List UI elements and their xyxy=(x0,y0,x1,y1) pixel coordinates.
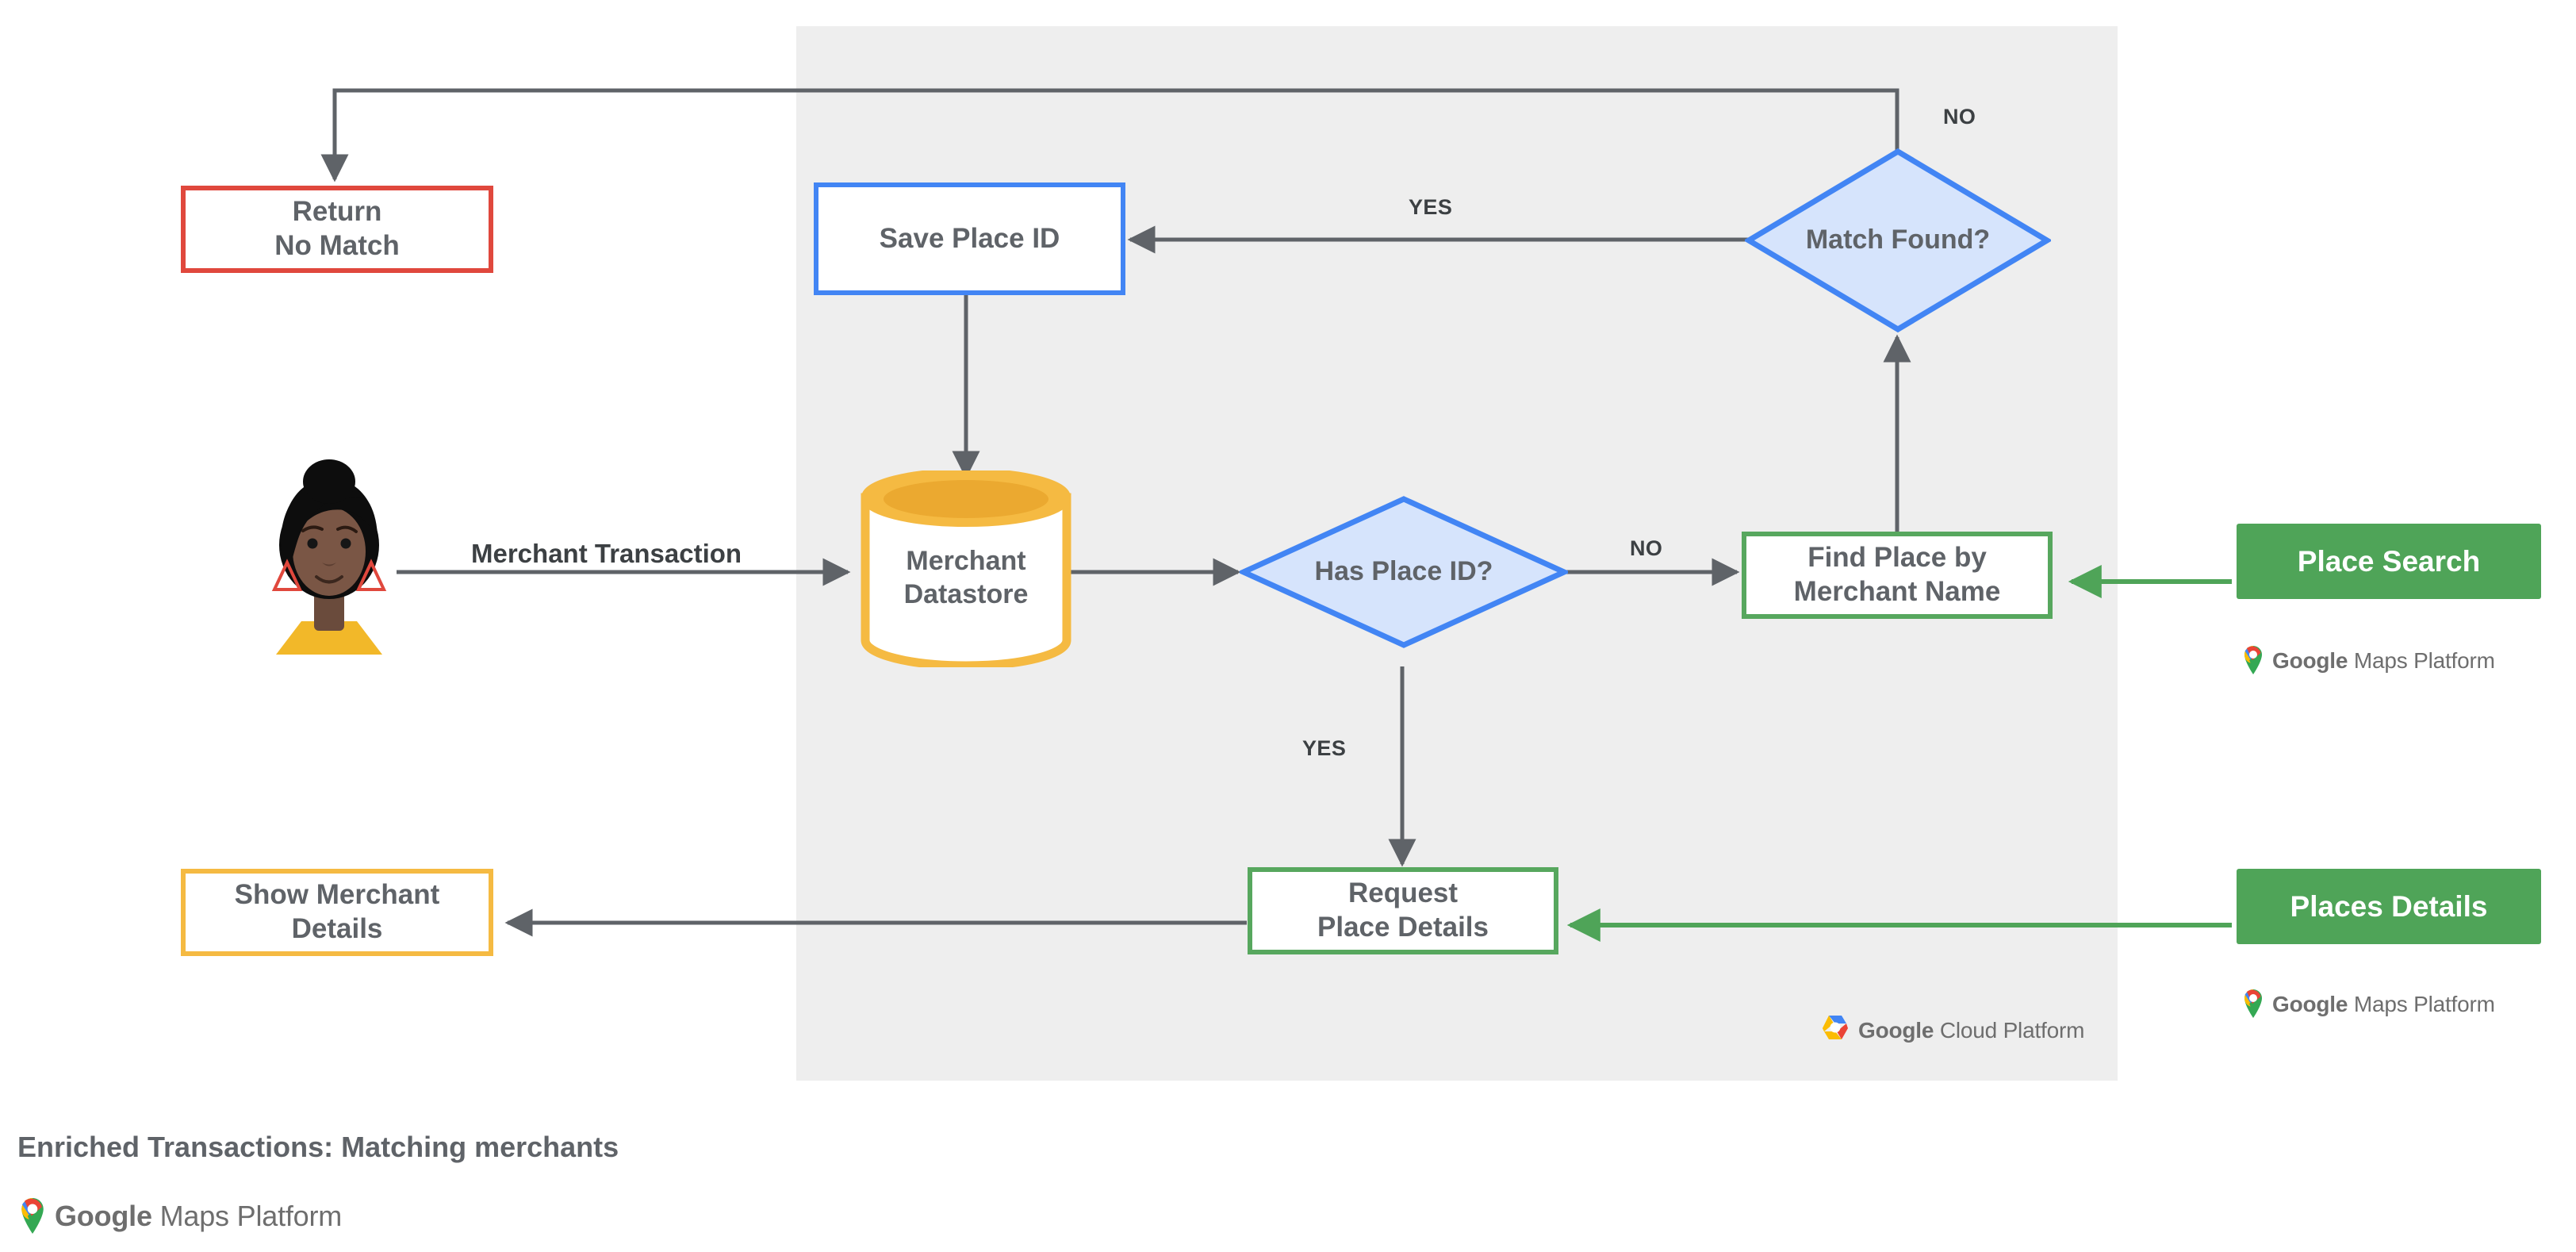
brand-word-google: Google xyxy=(2272,647,2348,673)
brand-word-google: Google xyxy=(1858,1017,1934,1043)
edge-label-has-place-id-yes: YES xyxy=(1302,736,1347,760)
node-match-found[interactable]: Match Found? xyxy=(1745,148,2051,333)
node-place-search[interactable]: Place Search xyxy=(2237,524,2541,599)
return-no-match-line2: No Match xyxy=(274,230,400,261)
edge-label-merchant-transaction: Merchant Transaction xyxy=(471,539,742,568)
google-cloud-brand-text: Google Cloud Platform xyxy=(1858,1018,2084,1043)
node-places-details[interactable]: Places Details xyxy=(2237,869,2541,944)
google-maps-pin-icon xyxy=(17,1194,48,1238)
node-request-place-details[interactable]: Request Place Details xyxy=(1248,867,1558,954)
show-merchant-details-line1: Show Merchant xyxy=(234,879,440,911)
match-found-line1: Match xyxy=(1805,225,1884,255)
return-no-match-line1: Return xyxy=(292,196,382,228)
places-details-brand-text: Google Maps Platform xyxy=(2272,992,2495,1017)
brand-word-google: Google xyxy=(2272,991,2348,1016)
node-find-place-by-merchant-name[interactable]: Find Place by Merchant Name xyxy=(1742,532,2053,619)
place-search-brand-lockup: Google Maps Platform xyxy=(2241,643,2495,678)
show-merchant-details-line2: Details xyxy=(291,913,383,944)
node-has-place-id[interactable]: Has Place ID? xyxy=(1240,495,1568,649)
brand-word-platform: Maps Platform xyxy=(2353,991,2495,1016)
node-return-no-match[interactable]: Return No Match xyxy=(181,186,493,273)
merchant-datastore-line1: Merchant xyxy=(906,546,1026,577)
edge-label-match-found-yes: YES xyxy=(1409,195,1453,219)
node-merchant-datastore[interactable]: Merchant Datastore xyxy=(861,470,1071,667)
google-cloud-platform-brand-lockup: Google Cloud Platform xyxy=(1819,1013,2084,1047)
has-place-id-line1: Has xyxy=(1314,556,1364,587)
edge-label-has-place-id-no: NO xyxy=(1630,536,1663,560)
has-place-id-line2: Place ID? xyxy=(1371,556,1493,587)
caption-brand-text: Google Maps Platform xyxy=(55,1200,342,1233)
places-details-label: Places Details xyxy=(2290,889,2488,923)
find-place-line1: Find Place by xyxy=(1807,542,1987,574)
match-found-line2: Found? xyxy=(1891,225,1991,255)
brand-word-google: Google xyxy=(55,1199,152,1232)
brand-word-platform: Maps Platform xyxy=(2353,647,2495,673)
save-place-id-label: Save Place ID xyxy=(879,222,1060,254)
node-save-place-id[interactable]: Save Place ID xyxy=(814,182,1125,295)
place-search-label: Place Search xyxy=(2297,544,2481,578)
request-place-details-line1: Request xyxy=(1347,878,1459,909)
caption-brand-lockup: Google Maps Platform xyxy=(17,1194,342,1238)
google-maps-pin-icon xyxy=(2241,643,2265,678)
page-title: Enriched Transactions: Matching merchant… xyxy=(17,1131,619,1163)
google-cloud-hexagon-icon xyxy=(1819,1013,1851,1047)
find-place-line2: Merchant Name xyxy=(1793,576,2001,607)
merchant-customer-avatar xyxy=(262,456,397,655)
node-show-merchant-details[interactable]: Show Merchant Details xyxy=(181,869,493,956)
google-maps-pin-icon xyxy=(2241,986,2265,1022)
edge-label-match-found-no: NO xyxy=(1943,105,1976,129)
brand-word-cloud-platform: Cloud Platform xyxy=(1939,1017,2085,1043)
request-place-details-line2: Place Details xyxy=(1317,912,1489,943)
merchant-datastore-line2: Datastore xyxy=(903,578,1029,609)
places-details-brand-lockup: Google Maps Platform xyxy=(2241,986,2495,1022)
place-search-brand-text: Google Maps Platform xyxy=(2272,648,2495,674)
brand-word-platform: Maps Platform xyxy=(159,1199,343,1232)
